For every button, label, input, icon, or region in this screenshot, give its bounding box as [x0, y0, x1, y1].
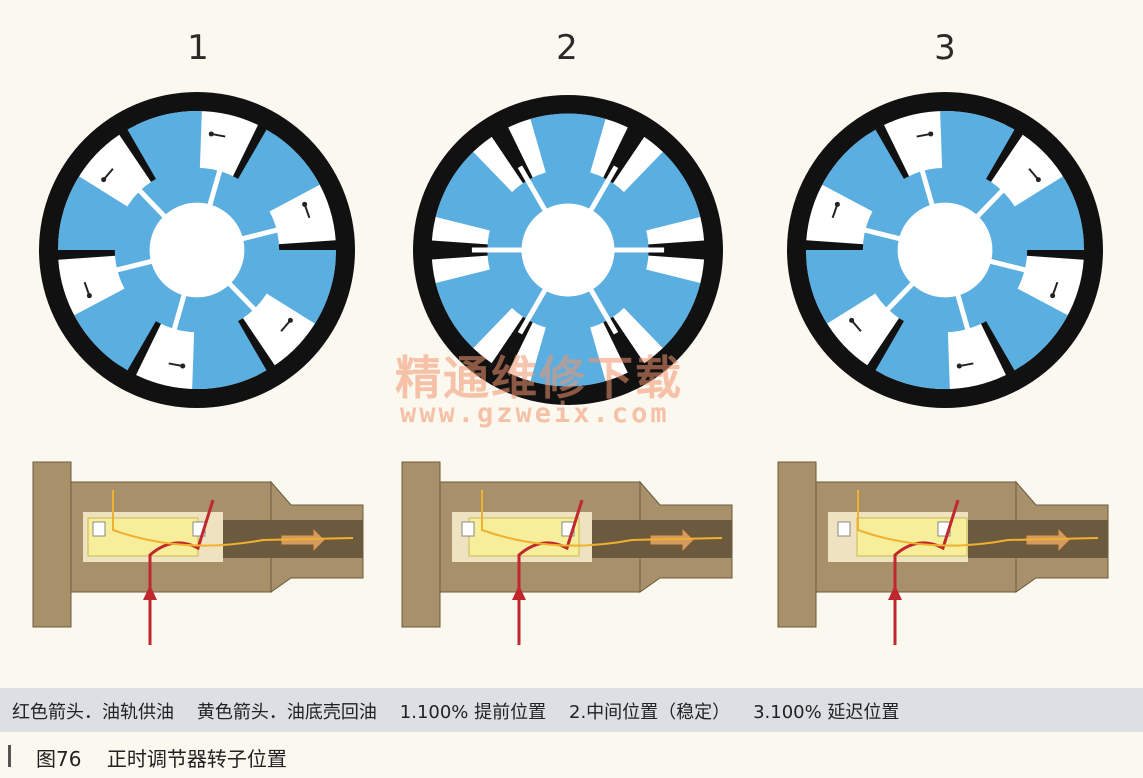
- center-bore: [521, 203, 615, 297]
- rotation-arrowhead: [1050, 293, 1056, 299]
- rotation-arrowhead: [928, 131, 934, 137]
- oil-channel: [206, 155, 227, 209]
- oil-channel: [225, 280, 267, 323]
- oil-channel: [973, 177, 1015, 220]
- rotation-arrowhead: [956, 363, 962, 369]
- valve-flange: [32, 461, 72, 628]
- oil-channel: [167, 291, 188, 345]
- watermark-url: www.gzweix.com: [400, 398, 670, 429]
- rotation-arrowhead: [208, 131, 214, 137]
- valve-spool: [87, 517, 199, 557]
- oil-channel: [239, 223, 293, 242]
- port-a: [837, 521, 851, 537]
- rotation-arrowhead: [849, 317, 855, 323]
- position-2-label: 2: [556, 28, 578, 68]
- oil-channel: [915, 155, 936, 209]
- center-bore: [149, 202, 245, 298]
- oil-channel: [517, 286, 549, 335]
- oil-channel: [875, 280, 917, 323]
- position-3-label: 3: [934, 28, 956, 68]
- figure-marker: [8, 745, 11, 767]
- position-1-label: 1: [187, 28, 209, 68]
- control-valve-3: [777, 461, 1109, 645]
- return-oil-path: [112, 490, 354, 547]
- control-valve-1: [32, 461, 364, 645]
- return-oil-path: [481, 490, 723, 547]
- figure-caption: 图76 正时调节器转子位置: [36, 743, 287, 772]
- valve-flange: [401, 461, 441, 628]
- oil-channel: [587, 165, 619, 214]
- supply-arrowhead: [888, 585, 902, 600]
- figure-title: 正时调节器转子位置: [106, 747, 287, 771]
- rotation-arrowhead: [1035, 177, 1041, 183]
- rotation-arrowhead: [101, 177, 107, 183]
- supply-arrowhead: [143, 585, 157, 600]
- caption-legend: 红色箭头．油轨供油 黄色箭头．油底壳回油 1.100% 提前位置 2.中间位置（…: [12, 702, 900, 723]
- watermark-chinese: 精通维修下载: [395, 351, 683, 405]
- rotation-arrowhead: [86, 293, 92, 299]
- caption-bar: [0, 688, 1143, 732]
- oil-channel: [587, 286, 619, 335]
- oil-channel: [849, 223, 903, 242]
- figure-number: 图76: [36, 747, 82, 771]
- rotation-arrowhead: [287, 317, 293, 323]
- oil-channel: [127, 177, 169, 220]
- valve-flange: [777, 461, 817, 628]
- rotor-wheel-1: [39, 92, 355, 408]
- rotor-wheel-3: [787, 92, 1103, 408]
- port-a: [92, 521, 106, 537]
- oil-channel: [101, 258, 155, 277]
- supply-arrowhead: [512, 585, 526, 600]
- oil-channel: [987, 258, 1041, 277]
- rotation-arrowhead: [180, 363, 186, 369]
- rotor-wheel-2: [413, 95, 723, 405]
- oil-channel: [517, 165, 549, 214]
- port-a: [461, 521, 475, 537]
- rotation-arrowhead: [834, 201, 840, 207]
- valve-spool: [468, 517, 580, 557]
- oil-channel: [954, 291, 975, 345]
- rotation-arrowhead: [302, 201, 308, 207]
- control-valve-2: [401, 461, 733, 645]
- return-oil-path: [857, 490, 1099, 547]
- center-bore: [897, 202, 993, 298]
